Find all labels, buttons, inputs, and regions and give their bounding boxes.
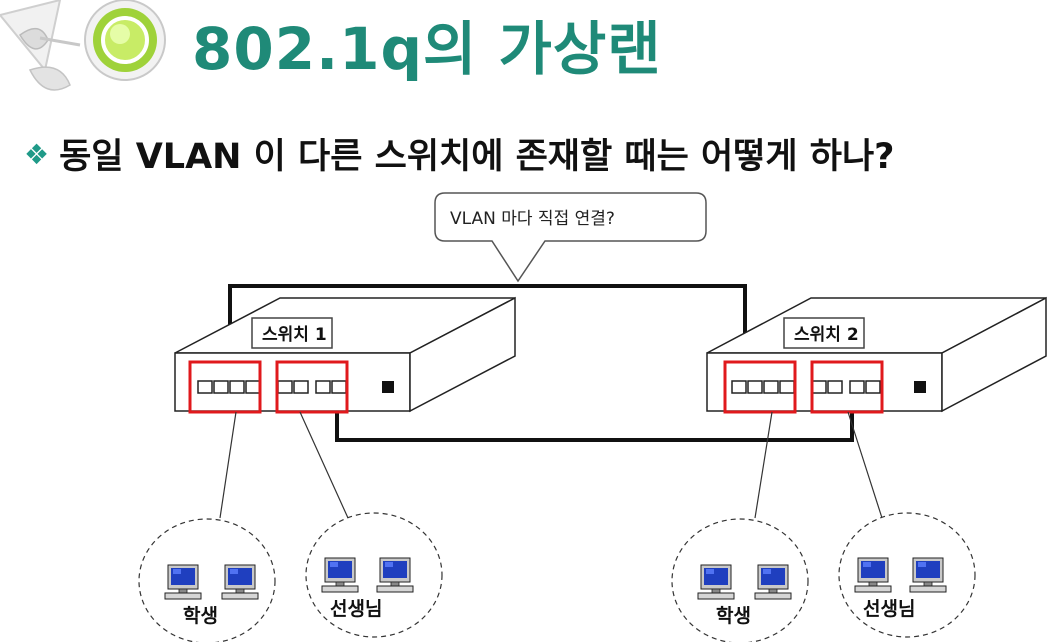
switch-2-label-box: [783, 317, 865, 349]
computer-icon: [754, 564, 792, 600]
computer-icon: [221, 564, 259, 600]
switch-2-label: 스위치 2: [794, 325, 859, 345]
group-leader-lines: [219, 411, 883, 519]
page-title: 802.1q의 가상랜: [192, 15, 662, 83]
computer-icon: [321, 557, 359, 593]
switch-1-student-port-group: [188, 360, 262, 414]
callout-text: VLAN 마다 직접 연결?: [450, 209, 615, 229]
switch-1: 스위치 1: [174, 296, 516, 414]
diamond-bullet-icon: ❖: [24, 138, 50, 171]
switch-1-student-group: [138, 518, 276, 642]
switch-2-student-group: [671, 518, 809, 642]
computer-icon: [376, 557, 414, 593]
switch-2-ports: [731, 380, 881, 394]
logo-icon: [0, 0, 166, 91]
direct-link-bottom: [335, 410, 854, 442]
computer-icon: [164, 564, 202, 600]
switch-2-student-port-group: [723, 360, 797, 414]
question-text: 동일 VLAN 이 다른 스위치에 존재할 때는 어떻게 하나?: [59, 137, 895, 177]
switch-2-teacher-label: 선생님: [863, 598, 915, 620]
switch-1-label: 스위치 1: [262, 325, 327, 345]
computer-icon: [697, 564, 735, 600]
switch-2-teacher-port-group: [810, 360, 884, 414]
callout-bubble: VLAN 마다 직접 연결?: [434, 192, 707, 283]
computers: [164, 557, 947, 600]
switch-1-teacher-port-group: [275, 360, 349, 414]
switch-1-label-box: [251, 317, 333, 349]
group-clouds: [138, 512, 976, 642]
switch-1-teacher-group: [305, 512, 443, 638]
switch-2: 스위치 2: [706, 296, 1047, 414]
switch-2-student-label: 학생: [716, 605, 751, 627]
switch-1-ports: [197, 380, 347, 394]
switch-1-student-label: 학생: [183, 605, 218, 627]
switch-2-led: [914, 381, 926, 393]
switch-2-teacher-group: [838, 512, 976, 638]
question-line: ❖ 동일 VLAN 이 다른 스위치에 존재할 때는 어떻게 하나?: [24, 128, 894, 179]
computer-icon: [909, 557, 947, 593]
computer-icon: [854, 557, 892, 593]
switch-1-led: [382, 381, 394, 393]
switch-1-teacher-label: 선생님: [330, 598, 382, 620]
